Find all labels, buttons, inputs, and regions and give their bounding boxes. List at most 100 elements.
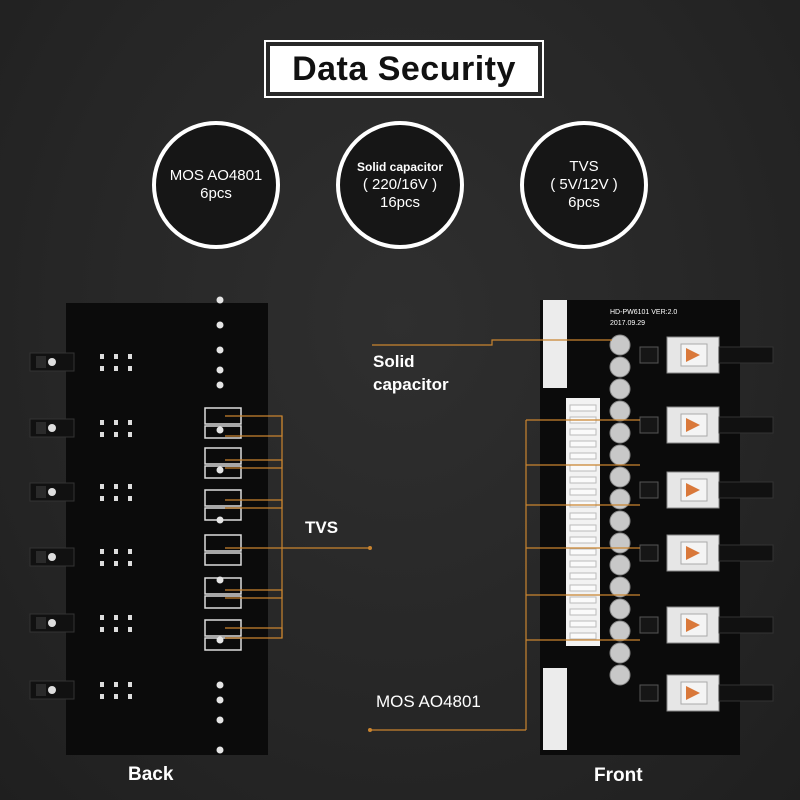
capacitor — [609, 620, 631, 642]
switch-shaft — [718, 544, 774, 562]
tvs-footprint — [204, 489, 242, 507]
header-pin — [569, 596, 597, 604]
feature-capacitor-name: Solid capacitor — [356, 160, 444, 174]
capacitor — [609, 444, 631, 466]
back-pad — [128, 627, 132, 632]
header-pin — [569, 608, 597, 616]
feature-capacitor-spec: ( 220/16V ) — [362, 176, 438, 193]
tvs-footprint — [204, 595, 242, 609]
back-pad — [114, 354, 118, 359]
back-pad — [128, 549, 132, 554]
capacitor — [609, 334, 631, 356]
header-pin — [569, 488, 597, 496]
capacitor-callout-line — [372, 339, 612, 346]
back-pad — [114, 682, 118, 687]
back-connector-pin — [36, 486, 46, 498]
capacitor — [609, 554, 631, 576]
tvs-footprint — [204, 465, 242, 479]
capacitor — [609, 510, 631, 532]
back-pad — [128, 354, 132, 359]
feature-tvs-name: TVS — [569, 158, 599, 175]
callout-lines — [225, 339, 640, 731]
header-pin — [569, 512, 597, 520]
back-via — [216, 321, 224, 329]
capacitor — [609, 378, 631, 400]
solid-capacitor-label-line2: capacitor — [373, 375, 449, 394]
back-pad — [114, 549, 118, 554]
back-connector-hole — [48, 686, 56, 694]
back-via — [216, 516, 224, 524]
feature-mos-name: MOS AO4801 — [169, 167, 263, 184]
header-pin — [569, 476, 597, 484]
header-pin — [569, 440, 597, 448]
back-connector-pin — [36, 422, 46, 434]
capacitor — [609, 422, 631, 444]
switch-shaft — [718, 416, 774, 434]
back-connector-pin — [36, 551, 46, 563]
back-via — [216, 296, 224, 304]
back-pad — [128, 432, 132, 437]
back-pad — [128, 484, 132, 489]
back-via — [216, 466, 224, 474]
feature-mos-count: 6pcs — [200, 185, 232, 202]
feature-tvs-count: 6pcs — [568, 194, 600, 211]
feature-circle-capacitor: Solid capacitor ( 220/16V ) 16pcs — [336, 121, 464, 249]
back-pad — [100, 354, 104, 359]
back-pad — [128, 615, 132, 620]
back-pad — [100, 484, 104, 489]
tvs-callout-lines — [225, 415, 370, 639]
solid-capacitor-label-line1: Solid — [373, 352, 415, 371]
back-pad — [114, 561, 118, 566]
switch-shaft — [718, 684, 774, 702]
tvs-label: TVS — [305, 518, 339, 537]
tvs-footprint — [204, 637, 242, 651]
feature-circle-mos: MOS AO4801 6pcs — [152, 121, 280, 249]
back-connector-pin — [36, 684, 46, 696]
mos-chip — [639, 416, 659, 434]
back-via — [216, 716, 224, 724]
capacitor — [609, 532, 631, 554]
back-pad — [100, 432, 104, 437]
header-pin — [569, 584, 597, 592]
back-pad — [114, 366, 118, 371]
mos-chip — [639, 616, 659, 634]
back-pad — [128, 496, 132, 501]
back-via — [216, 696, 224, 704]
back-connector-pin — [36, 356, 46, 368]
back-via — [216, 576, 224, 584]
header-pin — [569, 620, 597, 628]
capacitor — [609, 598, 631, 620]
tvs-footprint — [204, 447, 242, 465]
header-pin — [569, 404, 597, 412]
back-connector-hole — [48, 488, 56, 496]
header-pin — [569, 560, 597, 568]
back-pad — [128, 561, 132, 566]
back-pad — [100, 561, 104, 566]
front-board: HD-PW6101 VER:2.0 2017.09.29 — [540, 300, 774, 755]
capacitor — [609, 400, 631, 422]
capacitor — [609, 664, 631, 686]
header-pin — [569, 548, 597, 556]
back-connector-hole — [48, 619, 56, 627]
back-via — [216, 636, 224, 644]
back-pad — [114, 627, 118, 632]
back-pad — [100, 366, 104, 371]
title-frame: Data Security — [264, 40, 544, 98]
back-pad — [128, 694, 132, 699]
led-indicator — [686, 686, 700, 700]
header-pin — [569, 464, 597, 472]
back-pad — [100, 694, 104, 699]
mos-callout-lines — [370, 419, 640, 731]
back-pad — [100, 549, 104, 554]
board-date-text: 2017.09.29 — [610, 320, 645, 327]
feature-tvs-spec: ( 5V/12V ) — [550, 176, 618, 193]
header-pin — [569, 572, 597, 580]
back-pad — [114, 694, 118, 699]
back-pad — [100, 627, 104, 632]
tvs-footprint — [204, 552, 242, 566]
back-pad — [100, 682, 104, 687]
header-pin — [569, 428, 597, 436]
header-pin — [569, 500, 597, 508]
capacitor — [609, 466, 631, 488]
